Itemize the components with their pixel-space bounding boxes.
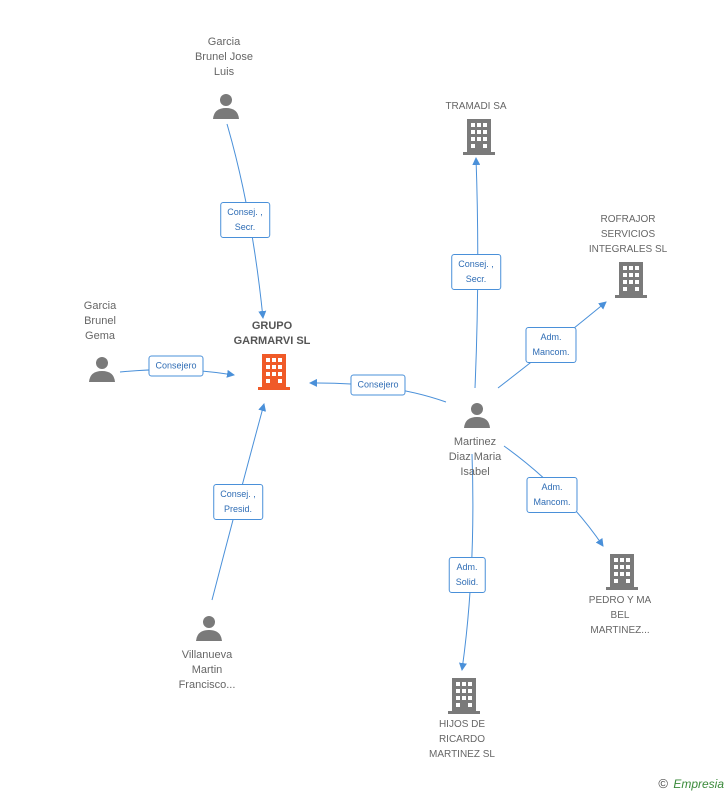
- label-line: PEDRO Y MA: [588, 595, 652, 606]
- empresia-brand[interactable]: © Empresia: [658, 776, 724, 791]
- label-line: GARMARVI SL: [233, 335, 311, 347]
- hijos-building-icon[interactable]: [448, 678, 480, 714]
- building-icon: [258, 354, 290, 390]
- edge-label-line: Consej. ,: [227, 207, 263, 217]
- grupo-garmarvi-label[interactable]: GRUPO GARMARVI SL: [234, 319, 311, 349]
- edge-label-line: Consejero: [357, 379, 399, 390]
- edge-label-line: Adm.: [456, 562, 478, 572]
- label-line: Villanueva: [181, 649, 233, 661]
- edge-label-line: Consej. ,: [220, 489, 256, 499]
- label-line: ROFRAJOR: [600, 214, 656, 225]
- edge-label-line: Secr.: [234, 222, 256, 232]
- label-line: Martinez: [453, 436, 497, 448]
- tramadi-building-icon[interactable]: [463, 119, 495, 155]
- building-icon: [606, 554, 638, 590]
- edge-label-martinez-rofrajor[interactable]: Adm. Mancom.: [525, 327, 577, 363]
- garcia-brunel-gema-person-icon[interactable]: [87, 354, 117, 384]
- label-line: Diaz Maria: [448, 451, 502, 463]
- label-line: Martin: [191, 664, 223, 676]
- edge-label-line: Adm.: [541, 482, 563, 492]
- edge-label-line: Mancom.: [533, 497, 571, 507]
- edge-label-gema-center[interactable]: Consejero: [148, 355, 204, 377]
- edge-label-line: Mancom.: [532, 347, 570, 357]
- label-line: INTEGRALES SL: [588, 244, 668, 255]
- edge-label-martinez-center[interactable]: Consejero: [350, 374, 406, 396]
- label-line: Brunel: [84, 315, 116, 327]
- label-line: Isabel: [460, 466, 490, 478]
- martinez-diaz-label[interactable]: Martinez Diaz Maria Isabel: [449, 435, 502, 480]
- garcia-brunel-gema-label[interactable]: Garcia Brunel Gema: [84, 299, 116, 344]
- edge-label-line: Adm.: [540, 332, 562, 342]
- hijos-label[interactable]: HIJOS DE RICARDO MARTINEZ SL: [429, 717, 495, 762]
- grupo-garmarvi-building-icon[interactable]: [258, 354, 290, 390]
- copyright-symbol: ©: [658, 776, 668, 791]
- person-icon: [196, 616, 222, 641]
- label-line: Gema: [85, 330, 115, 342]
- edges-layer: [119, 123, 607, 671]
- person-icon: [89, 357, 115, 382]
- edge-label-martinez-hijos[interactable]: Adm. Solid.: [448, 557, 486, 593]
- edge-label-line: Solid.: [455, 577, 479, 587]
- person-icon: [464, 403, 490, 428]
- pedro-building-icon[interactable]: [606, 554, 638, 590]
- garcia-brunel-jose-luis-person-icon[interactable]: [211, 91, 241, 121]
- villanueva-martin-person-icon[interactable]: [194, 613, 224, 643]
- label-line: Brunel Jose: [194, 51, 254, 63]
- edge-label-line: Secr.: [465, 274, 487, 284]
- edge-label-martinez-pedro[interactable]: Adm. Mancom.: [526, 477, 578, 513]
- edge-label-martinez-tramadi[interactable]: Consej. , Secr.: [451, 254, 501, 290]
- brand-name: Empresia: [673, 777, 724, 791]
- edge-label-jose-luis-center[interactable]: Consej. , Secr.: [220, 202, 270, 238]
- villanueva-martin-label[interactable]: Villanueva Martin Francisco...: [179, 648, 236, 693]
- rofrajor-building-icon[interactable]: [615, 262, 647, 298]
- label-line: TRAMADI SA: [445, 101, 507, 112]
- pedro-label[interactable]: PEDRO Y MA BEL MARTINEZ...: [589, 593, 651, 638]
- edge-label-villanueva-center[interactable]: Consej. , Presid.: [213, 484, 263, 520]
- label-line: HIJOS DE: [438, 719, 486, 730]
- edge-label-line: Presid.: [223, 504, 252, 514]
- garcia-brunel-jose-luis-label[interactable]: Garcia Brunel Jose Luis: [195, 35, 253, 80]
- label-line: BEL: [610, 610, 630, 621]
- label-line: Garcia: [83, 300, 117, 312]
- label-line: Garcia: [207, 36, 241, 48]
- label-line: MARTINEZ...: [590, 625, 650, 636]
- label-line: RICARDO: [438, 734, 486, 745]
- person-icon: [213, 94, 239, 119]
- label-line: GRUPO: [251, 320, 293, 332]
- martinez-diaz-person-icon[interactable]: [462, 400, 492, 430]
- tramadi-label[interactable]: TRAMADI SA: [445, 99, 506, 114]
- building-icon: [448, 678, 480, 714]
- label-line: Luis: [213, 66, 235, 78]
- label-line: MARTINEZ SL: [429, 749, 495, 760]
- rofrajor-label[interactable]: ROFRAJOR SERVICIOS INTEGRALES SL: [589, 212, 667, 257]
- edge-label-line: Consej. ,: [458, 259, 494, 269]
- building-icon: [463, 119, 495, 155]
- label-line: Francisco...: [178, 679, 236, 691]
- edge-label-line: Consejero: [155, 360, 197, 371]
- building-icon: [615, 262, 647, 298]
- label-line: SERVICIOS: [600, 229, 656, 240]
